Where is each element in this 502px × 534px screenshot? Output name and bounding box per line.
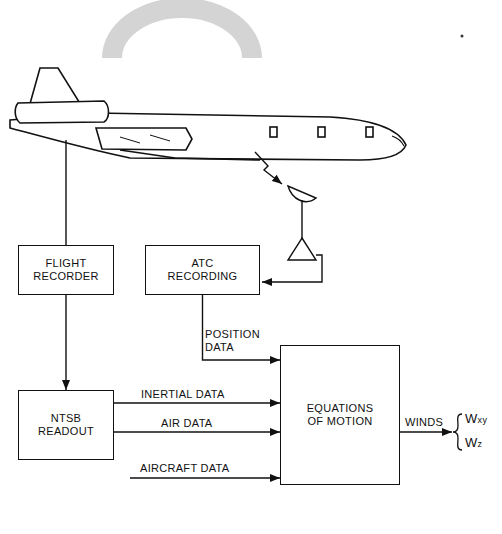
flow-label: POSITION DATA <box>204 328 276 354</box>
box-label: FLIGHT RECORDER <box>26 257 106 283</box>
data-flow-line <box>203 295 281 360</box>
box-label: ATC RECORDING <box>158 257 248 283</box>
atc-box: ATC RECORDING <box>145 245 260 295</box>
recorder-box: FLIGHT RECORDER <box>18 245 114 295</box>
radar-antenna <box>288 186 316 260</box>
flow-label: INERTIAL DATA <box>140 388 226 401</box>
winds-output <box>400 431 452 432</box>
dot <box>461 35 464 38</box>
radar-feed <box>262 255 322 282</box>
aircraft <box>10 68 406 160</box>
box-label: EQUATIONS OF MOTION <box>300 402 380 428</box>
wind-component: Wz <box>465 436 482 451</box>
radio-signal <box>255 152 282 184</box>
input-label: AIRCRAFT DATA <box>140 462 229 475</box>
readout-box: NTSB READOUT <box>18 390 114 460</box>
data-flow-line <box>114 402 280 403</box>
box-label: NTSB READOUT <box>26 412 106 438</box>
recorder-lead <box>65 140 66 245</box>
wind-component: Wxy <box>465 412 487 427</box>
data-flow-line <box>65 295 66 390</box>
output-label: WINDS <box>405 416 443 429</box>
aircraft-data-line <box>130 477 280 478</box>
watermark-arc <box>112 8 252 58</box>
brace <box>453 414 462 450</box>
equations-box: EQUATIONS OF MOTION <box>280 345 400 485</box>
flow-label: AIR DATA <box>160 417 214 430</box>
data-flow-line <box>114 431 280 432</box>
